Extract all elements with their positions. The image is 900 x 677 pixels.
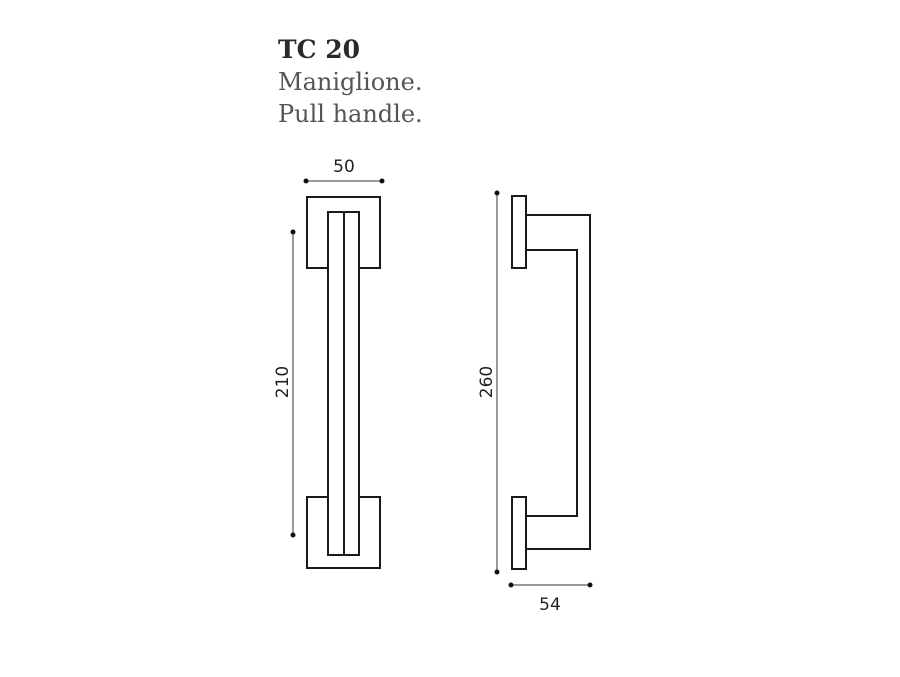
front-height-dim-dot-bottom bbox=[290, 532, 296, 538]
side-height-label: 260 bbox=[477, 366, 497, 398]
side-height-dim-dot-top bbox=[494, 190, 500, 196]
title-block: TC 20 Maniglione. Pull handle. bbox=[278, 34, 423, 130]
side-depth-dim-dot-left bbox=[508, 582, 514, 588]
side-view bbox=[511, 195, 591, 570]
side-handle-inner-outline bbox=[526, 249, 578, 517]
side-depth-dimension: 54 bbox=[508, 582, 593, 615]
front-height-dimension: 210 bbox=[273, 229, 296, 538]
description-english: Pull handle. bbox=[278, 100, 423, 128]
front-width-dimension: 50 bbox=[303, 157, 385, 184]
front-width-dim-dot-left bbox=[303, 178, 309, 184]
side-depth-label: 54 bbox=[539, 595, 561, 615]
side-top-rosette bbox=[511, 195, 527, 269]
side-bottom-rosette bbox=[511, 496, 527, 570]
side-handle-outer-outline bbox=[526, 214, 591, 550]
description-italian: Maniglione. bbox=[278, 68, 423, 96]
product-code: TC 20 bbox=[278, 35, 360, 64]
side-depth-dim-dot-right bbox=[587, 582, 593, 588]
front-width-dim-dot-right bbox=[379, 178, 385, 184]
front-width-label: 50 bbox=[333, 157, 355, 177]
front-height-dim-dot-top bbox=[290, 229, 296, 235]
side-height-dim-dot-bottom bbox=[494, 569, 500, 575]
side-height-dimension: 260 bbox=[477, 190, 500, 575]
front-height-label: 210 bbox=[273, 366, 293, 398]
front-view bbox=[306, 196, 381, 569]
